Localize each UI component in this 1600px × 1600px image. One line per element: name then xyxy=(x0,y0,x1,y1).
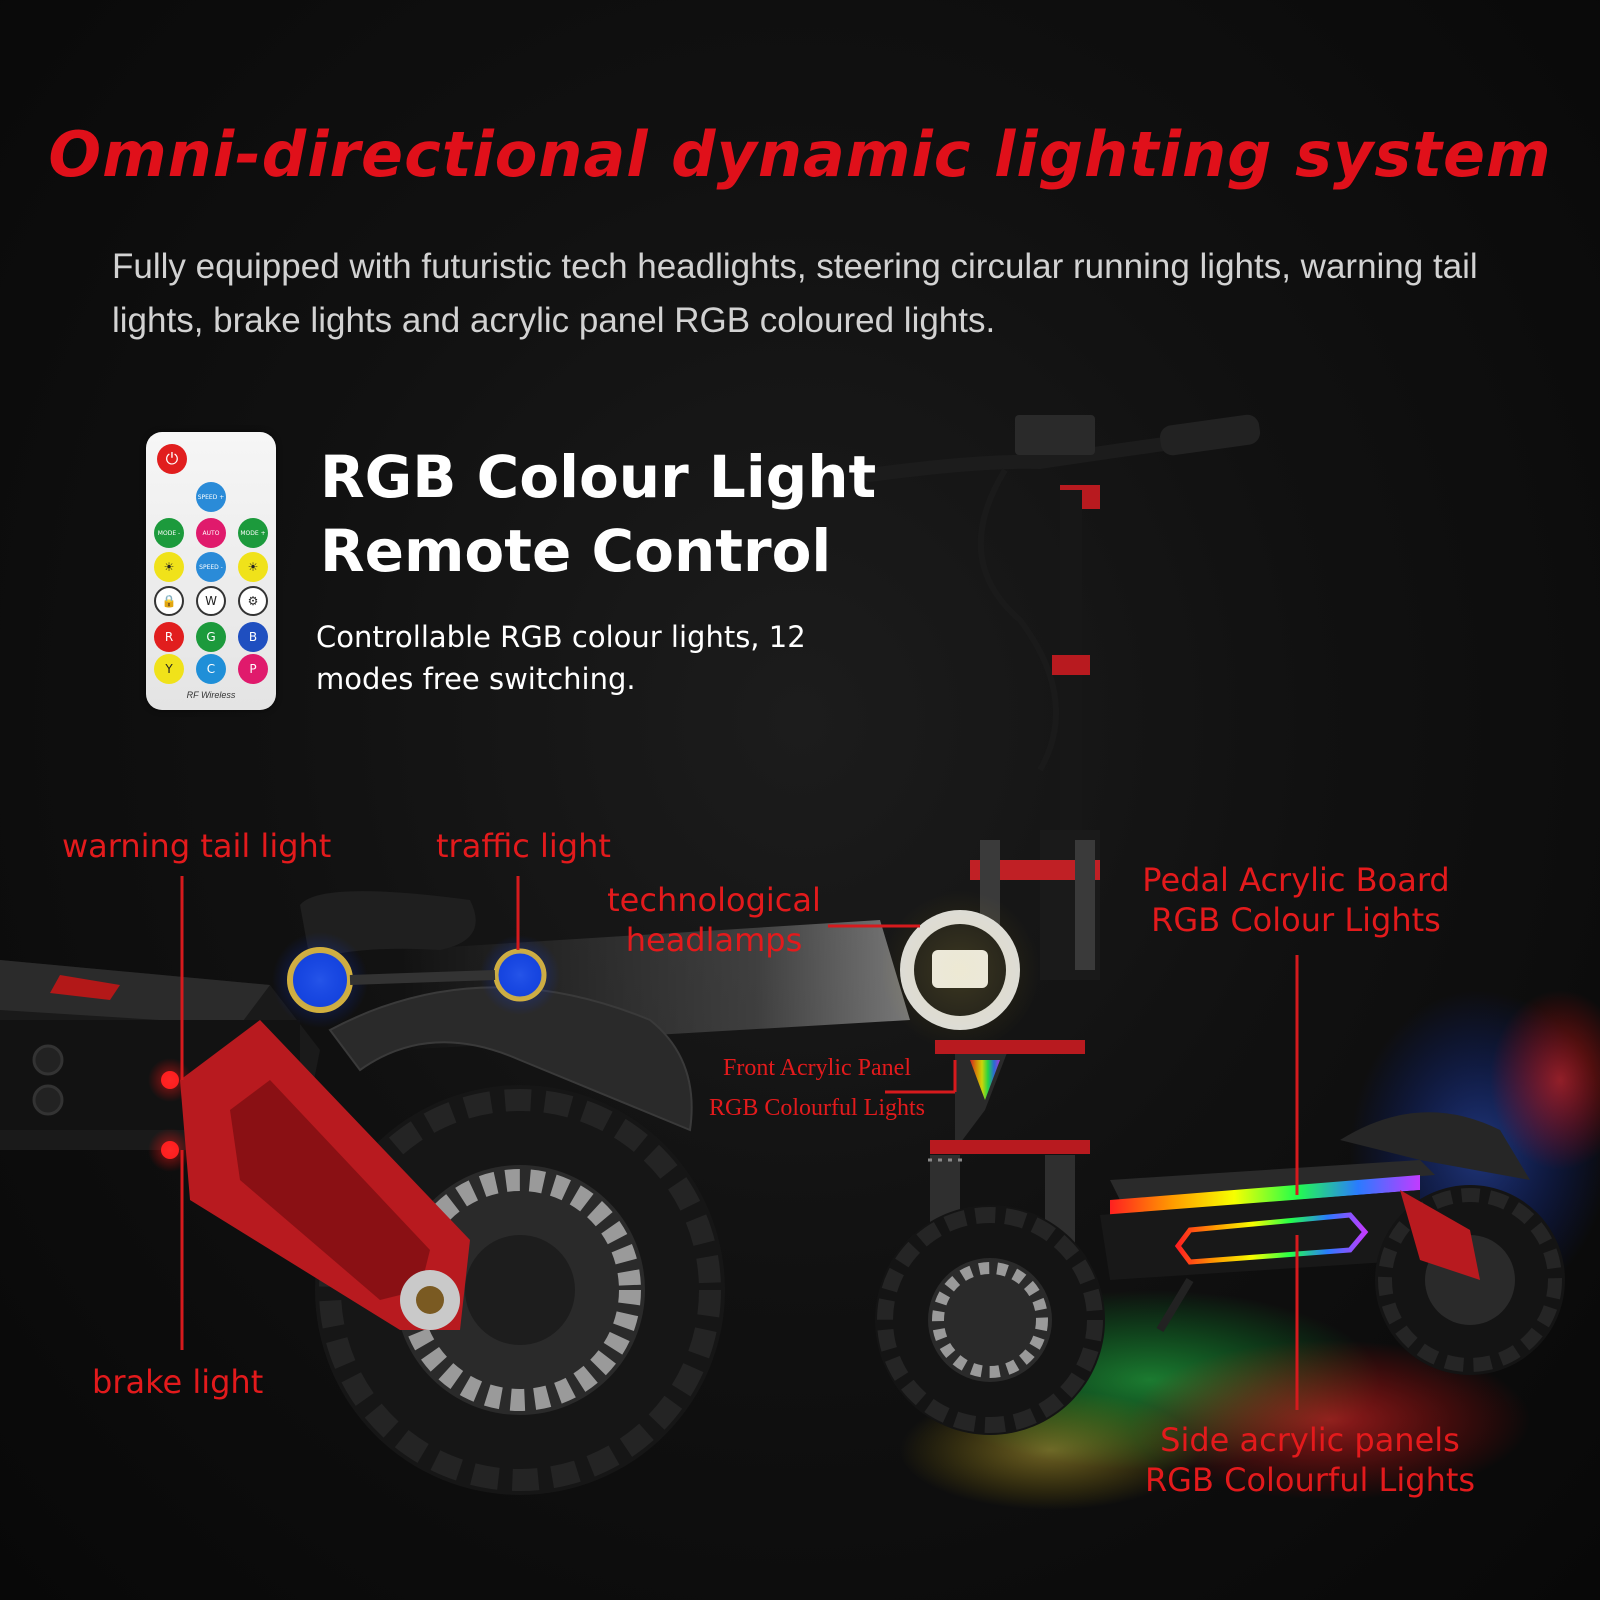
remote-btn-mode-down: MODE - xyxy=(154,518,184,548)
lock-icon: 🔒 xyxy=(154,586,184,616)
label-front-panel: Front Acrylic Panel RGB Colourful Lights xyxy=(692,1048,942,1128)
remote-btn-y: Y xyxy=(154,654,184,684)
remote-control-description: Controllable RGB colour lights, 12 modes… xyxy=(316,620,806,696)
label-headlamps-line1: technological xyxy=(607,881,821,919)
remote-btn-r: R xyxy=(154,622,184,652)
remote-btn-c: C xyxy=(196,654,226,684)
remote-btn-mode-up: MODE + xyxy=(238,518,268,548)
label-front-panel-line1: Front Acrylic Panel xyxy=(723,1055,911,1081)
label-warning-tail-light: warning tail light xyxy=(62,827,332,865)
page-title: Omni-directional dynamic lighting system xyxy=(48,118,1552,191)
label-side-panels-line2: RGB Colourful Lights xyxy=(1144,1461,1476,1499)
remote-btn-p: P xyxy=(238,654,268,684)
label-side-panels: Side acrylic panels RGB Colourful Lights xyxy=(1140,1420,1480,1500)
intro-text: Fully equipped with futuristic tech head… xyxy=(112,247,1478,340)
remote-btn-w: W xyxy=(196,586,226,616)
remote-title-line2: Remote Control xyxy=(320,517,832,585)
label-front-panel-line2: RGB Colourful Lights xyxy=(708,1095,925,1121)
remote-control-image: ⏻ SPEED + MODE - AUTO MODE + ☀ SPEED - ☀… xyxy=(146,432,276,710)
remote-btn-speed-down: SPEED - xyxy=(196,552,226,582)
remote-btn-b: B xyxy=(238,622,268,652)
remote-title-line1: RGB Colour Light xyxy=(320,443,877,511)
remote-footer: RF Wireless xyxy=(186,690,236,700)
label-brake-light: brake light xyxy=(92,1363,264,1401)
remote-control-title: RGB Colour Light Remote Control xyxy=(320,440,876,588)
label-pedal-board-line1: Pedal Acrylic Board xyxy=(1142,861,1450,899)
label-headlamps-line2: headlamps xyxy=(625,921,803,959)
label-side-panels-line1: Side acrylic panels xyxy=(1160,1421,1460,1459)
remote-btn-g: G xyxy=(196,622,226,652)
gear-icon: ⚙ xyxy=(238,586,268,616)
brightness-down-icon: ☀ xyxy=(154,552,184,582)
power-icon: ⏻ xyxy=(157,444,187,474)
remote-btn-speed-up: SPEED + xyxy=(196,482,226,512)
label-pedal-board-line2: RGB Colour Lights xyxy=(1151,901,1441,939)
remote-btn-auto: AUTO xyxy=(196,518,226,548)
label-pedal-board: Pedal Acrylic Board RGB Colour Lights xyxy=(1136,860,1456,940)
label-headlamps: technological headlamps xyxy=(598,880,830,960)
brightness-up-icon: ☀ xyxy=(238,552,268,582)
label-traffic-light: traffic light xyxy=(436,827,611,865)
